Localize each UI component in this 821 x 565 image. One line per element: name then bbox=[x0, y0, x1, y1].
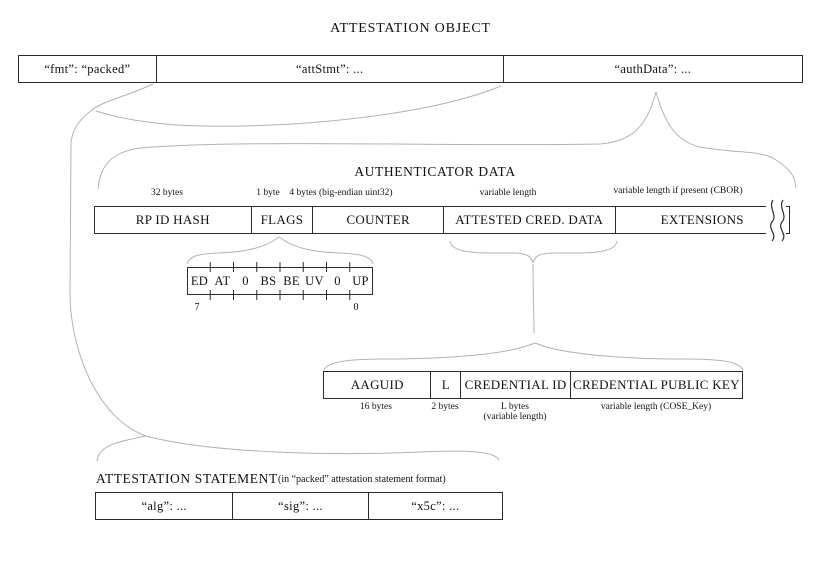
flag-bit-rfu2: 0 bbox=[334, 273, 341, 288]
attstmt-brace-left-strand bbox=[70, 83, 154, 143]
flag-bit-be: BE bbox=[283, 273, 300, 288]
flag-bit-uv: UV bbox=[305, 273, 324, 288]
size-label-extensions: variable length if present (CBOR) bbox=[613, 186, 743, 196]
flag-bit-ed: ED bbox=[190, 273, 209, 288]
attobj-cell-fmt: “fmt”: “packed” bbox=[44, 61, 131, 76]
size-label-rpidhash: 32 bytes bbox=[151, 188, 183, 198]
attested-credential-data-box: AAGUID L CREDENTIAL ID CREDENTIAL PUBLIC… bbox=[323, 371, 743, 399]
attestation-statement-brace-left bbox=[96, 435, 147, 462]
size-label-l: 2 bytes bbox=[431, 402, 459, 412]
flags-brace-left bbox=[186, 236, 280, 265]
attested-cred-underbrace-left bbox=[449, 240, 534, 264]
attstmt-rail bbox=[69, 141, 147, 437]
authdata-cell-attested-cred: ATTESTED CRED. DATA bbox=[443, 207, 615, 233]
authdata-brace-right bbox=[655, 91, 797, 189]
attested-cred-connector bbox=[532, 263, 535, 334]
authdata-cell-rpidhash: RP ID HASH bbox=[135, 212, 210, 227]
flag-bit-bs: BS bbox=[260, 273, 277, 288]
stmt-cell-sig: “sig”: ... bbox=[232, 493, 367, 519]
attestation-statement-box: “alg”: ... “sig”: ... “x5c”: ... bbox=[95, 492, 503, 520]
size-label-counter: 4 bytes (big-endian uint32) bbox=[289, 188, 393, 198]
cred-cell-credential-public-key: CREDENTIAL PUBLIC KEY bbox=[569, 372, 742, 398]
credential-data-brace-right bbox=[534, 342, 744, 371]
size-label-aaguid: 16 bytes bbox=[360, 402, 392, 412]
authenticator-data-box: RP ID HASH FLAGS COUNTER ATTESTED CRED. … bbox=[94, 206, 790, 234]
flag-bit-at: AT bbox=[214, 273, 231, 288]
size-label-flags: 1 byte bbox=[256, 188, 280, 198]
attobj-cell-authdata: “authData”: ... bbox=[502, 56, 802, 82]
flags-brace-right bbox=[278, 236, 374, 265]
attobj-cell-attstmt: “attStmt”: ... bbox=[155, 56, 503, 82]
credential-data-brace-left bbox=[323, 342, 536, 371]
size-label-credential-id-line1: L bytes bbox=[501, 402, 529, 412]
flags-msb-index: 7 bbox=[194, 302, 200, 313]
cred-cell-credential-id: CREDENTIAL ID bbox=[460, 372, 569, 398]
size-label-credential-id-line2: (variable length) bbox=[483, 412, 547, 422]
size-label-credential-id: L bytes (variable length) bbox=[483, 402, 546, 422]
flag-bit-up: UP bbox=[352, 273, 369, 288]
stmt-cell-x5c: “x5c”: ... bbox=[367, 493, 502, 519]
page-title: ATTESTATION OBJECT bbox=[330, 21, 491, 36]
flags-bits-box: ED AT 0 BS BE UV 0 UP bbox=[187, 267, 373, 295]
attested-cred-underbrace-right bbox=[532, 240, 618, 264]
attestation-statement-subtitle: (in “packed” attestation statement forma… bbox=[278, 474, 446, 485]
size-label-attested-cred: variable length bbox=[479, 188, 537, 198]
flags-lsb-index: 0 bbox=[353, 302, 359, 313]
attestation-object-box: “fmt”: “packed” “attStmt”: ... “authData… bbox=[18, 55, 803, 83]
flag-bit-rfu1: 0 bbox=[242, 273, 249, 288]
stmt-cell-alg: “alg”: ... bbox=[141, 498, 187, 513]
attestation-statement-title: ATTESTATION STATEMENT bbox=[96, 471, 278, 486]
authdata-cell-extensions: EXTENSIONS bbox=[614, 207, 790, 233]
authdata-cell-counter: COUNTER bbox=[312, 207, 443, 233]
cred-cell-aaguid: AAGUID bbox=[350, 377, 404, 392]
size-label-credential-public-key: variable length (COSE_Key) bbox=[600, 402, 712, 412]
cred-cell-l: L bbox=[430, 372, 460, 398]
attestation-statement-brace-right bbox=[145, 435, 500, 461]
attstmt-brace-right-strand bbox=[95, 85, 502, 127]
authenticator-data-title: AUTHENTICATOR DATA bbox=[354, 164, 516, 179]
authdata-cell-flags: FLAGS bbox=[250, 207, 313, 233]
